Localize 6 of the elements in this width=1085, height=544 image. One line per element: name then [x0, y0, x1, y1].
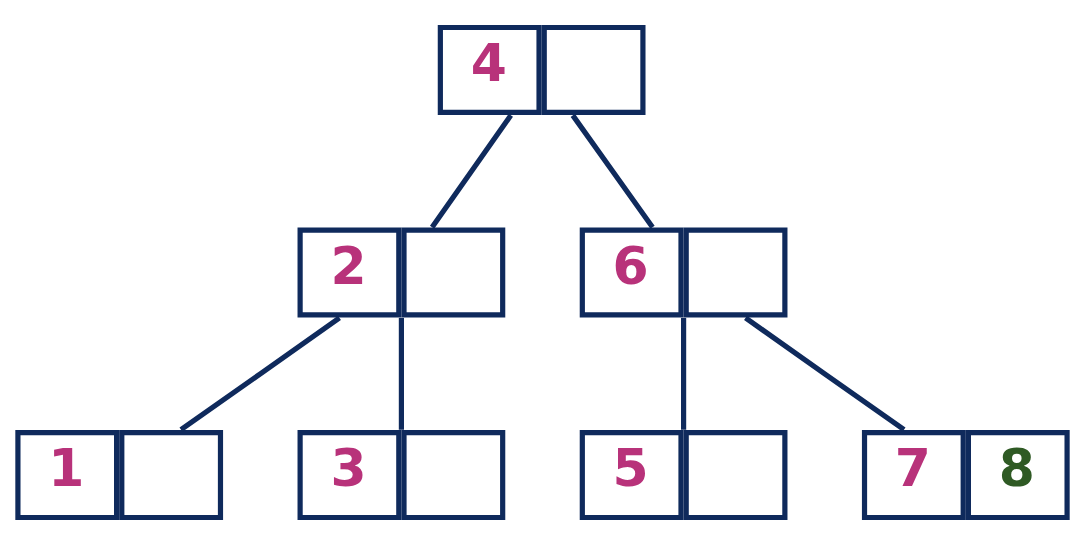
- connector: [681, 317, 687, 430]
- connector: [744, 315, 906, 432]
- connector: [570, 113, 655, 229]
- connector: [429, 113, 513, 229]
- connector: [179, 315, 341, 432]
- connector: [398, 317, 404, 430]
